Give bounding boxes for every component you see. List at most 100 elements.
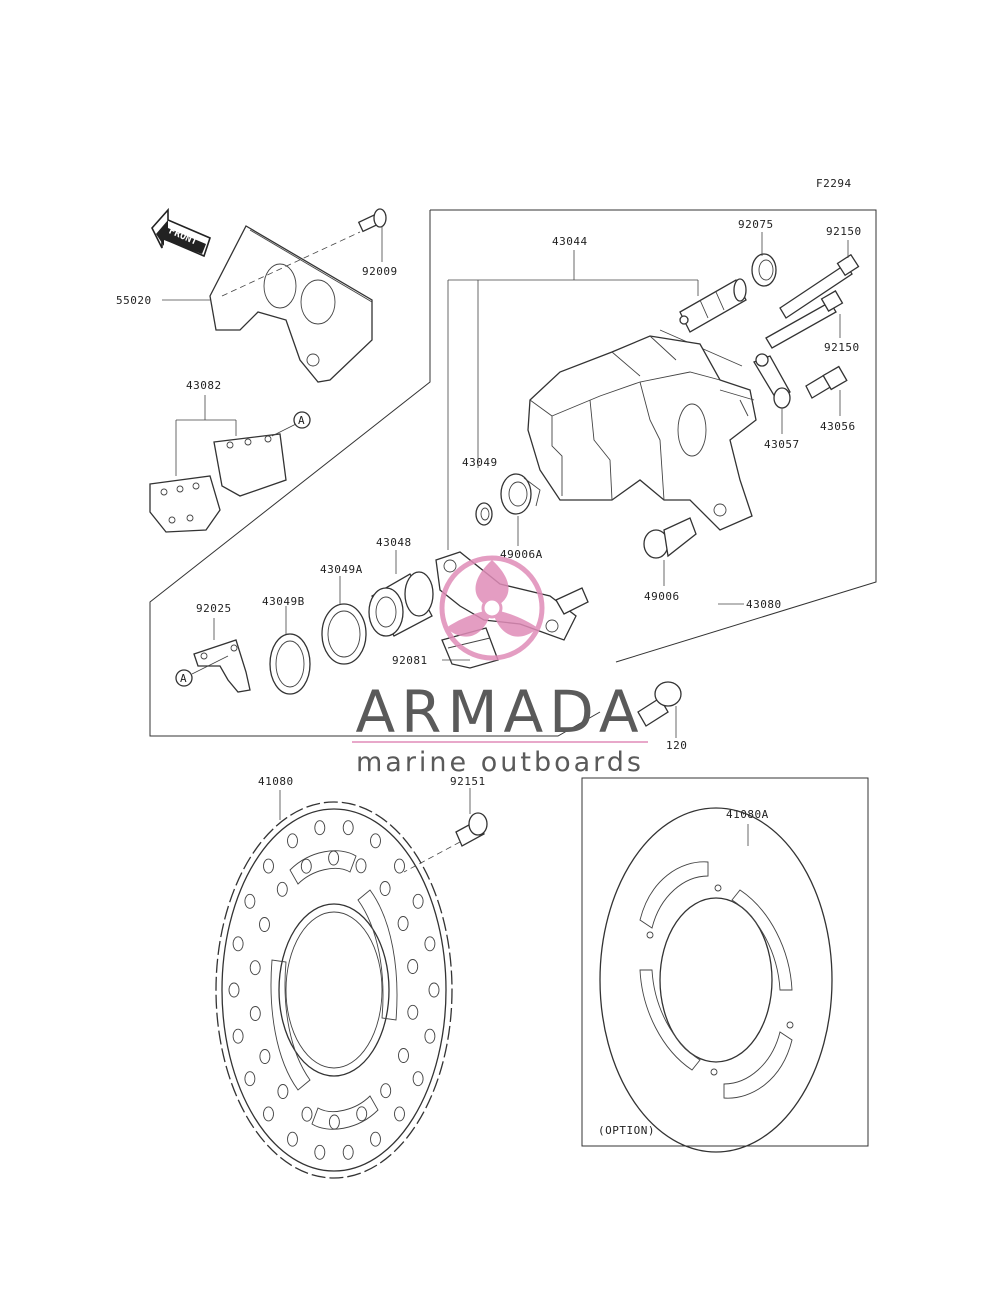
watermark-tagline: marine outboards — [356, 747, 644, 778]
callout-a-bottom-letter: A — [180, 672, 187, 685]
piston-43048 — [368, 571, 434, 637]
label-92151: 92151 — [450, 775, 486, 788]
disc-hole — [287, 833, 298, 849]
disc-hole — [287, 1131, 298, 1147]
label-43056: 43056 — [820, 420, 856, 433]
label-43080: 43080 — [746, 598, 782, 611]
disc-hole — [314, 1144, 326, 1160]
disc-slot — [311, 1095, 379, 1130]
front-arrow-icon: FRONT — [151, 207, 211, 258]
disc-slot — [357, 889, 398, 1021]
brake-disc-41080 — [215, 801, 453, 1179]
label-41080: 41080 — [258, 775, 294, 788]
bleeder-43056 — [805, 365, 848, 399]
disc-hole — [249, 960, 261, 976]
disc-hole — [370, 833, 381, 849]
disc-hole — [301, 1106, 313, 1122]
pin-92150-top — [779, 253, 860, 319]
label-43049B: 43049B — [262, 595, 305, 608]
label-43049A: 43049A — [320, 563, 363, 576]
label-92009: 92009 — [362, 265, 398, 278]
brake-pad-rear — [213, 433, 287, 497]
disc-hole — [263, 1106, 274, 1122]
label-92075: 92075 — [738, 218, 774, 231]
disc-slot — [289, 850, 357, 885]
brake-disc-41080A — [599, 807, 833, 1153]
disc-hole — [277, 1084, 289, 1099]
disc-hole — [398, 1048, 409, 1063]
disc-hole — [228, 982, 240, 998]
caliper-bracket — [209, 225, 373, 383]
disc-hole — [232, 1028, 244, 1044]
option-frame — [581, 777, 869, 1147]
callout-a-top-letter: A — [298, 414, 305, 427]
disc-hole — [412, 1071, 424, 1087]
label-49006: 49006 — [644, 590, 680, 603]
label-55020: 55020 — [116, 294, 152, 307]
disc-hole — [424, 1028, 436, 1044]
bolt-92151 — [455, 812, 488, 847]
label-92025: 92025 — [196, 602, 232, 615]
disc-hole — [342, 1144, 354, 1160]
disc-hole — [328, 1114, 340, 1130]
assembly-frame-left — [149, 210, 601, 737]
link-43057 — [753, 353, 791, 409]
disc-hole — [394, 1106, 405, 1122]
callout-a-bottom — [175, 669, 193, 687]
disc-hole — [259, 917, 270, 932]
callout-a-top — [293, 411, 311, 429]
label-43049: 43049 — [462, 456, 498, 469]
figure-code: F2294 — [816, 177, 852, 190]
disc-hole — [380, 1083, 392, 1099]
bolt-120 — [637, 681, 682, 727]
disc-hole — [394, 858, 405, 874]
brake-pad-front — [149, 475, 221, 533]
disc-hole — [300, 858, 312, 874]
seal-43049A — [321, 603, 367, 665]
label-120: 120 — [666, 739, 687, 752]
label-43048: 43048 — [376, 536, 412, 549]
disc-hole — [328, 850, 340, 866]
option-label: (OPTION) — [598, 1124, 655, 1137]
disc-hole — [412, 893, 424, 909]
caliper-body — [527, 335, 757, 531]
boot-92075 — [751, 253, 777, 287]
pin-92150-bottom — [765, 290, 844, 349]
label-43082: 43082 — [186, 379, 222, 392]
pad-spring-92025 — [193, 639, 251, 693]
label-92081: 92081 — [392, 654, 428, 667]
disc-hole — [232, 936, 244, 952]
bolt-49006 — [643, 517, 697, 559]
seal-43049 — [475, 502, 493, 526]
disc-hole — [263, 858, 274, 874]
disc-hole — [397, 916, 409, 931]
disc-hole — [259, 1049, 271, 1064]
disc-hole — [249, 1006, 261, 1021]
disc-hole — [407, 1004, 419, 1020]
disc-hole — [314, 820, 326, 836]
disc-hole — [342, 820, 354, 836]
armada-logo-icon — [439, 555, 545, 661]
label-43044: 43044 — [552, 235, 588, 248]
disc-slot — [270, 959, 311, 1091]
seal-43049B — [269, 633, 311, 695]
disc-hole — [244, 893, 256, 909]
disc-hole — [356, 1106, 368, 1122]
assembly-frame-top — [430, 209, 877, 663]
watermark-brand: ARMADA — [355, 678, 644, 746]
bolt-92009 — [357, 208, 387, 233]
disc-hole — [370, 1131, 381, 1147]
label-43057: 43057 — [764, 438, 800, 451]
slide-pin-assembly — [679, 278, 747, 333]
disc-hole — [424, 936, 436, 952]
label-92150-bottom: 92150 — [824, 341, 860, 354]
disc-hole — [428, 982, 440, 998]
disc-hole — [244, 1071, 256, 1087]
label-92150-top: 92150 — [826, 225, 862, 238]
disc-hole — [407, 959, 419, 974]
disc-hole — [379, 881, 391, 896]
disc-hole — [355, 858, 367, 874]
label-49006A: 49006A — [500, 548, 543, 561]
dust-seal-49006A — [500, 473, 541, 515]
